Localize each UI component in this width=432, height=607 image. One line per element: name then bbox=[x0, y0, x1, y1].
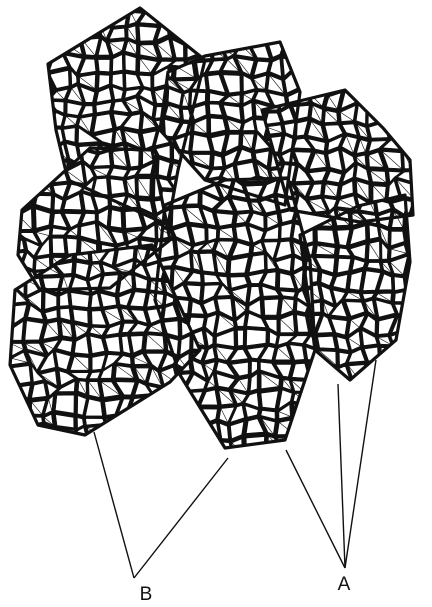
label-a: A bbox=[338, 574, 351, 595]
label-b: B bbox=[140, 584, 153, 605]
